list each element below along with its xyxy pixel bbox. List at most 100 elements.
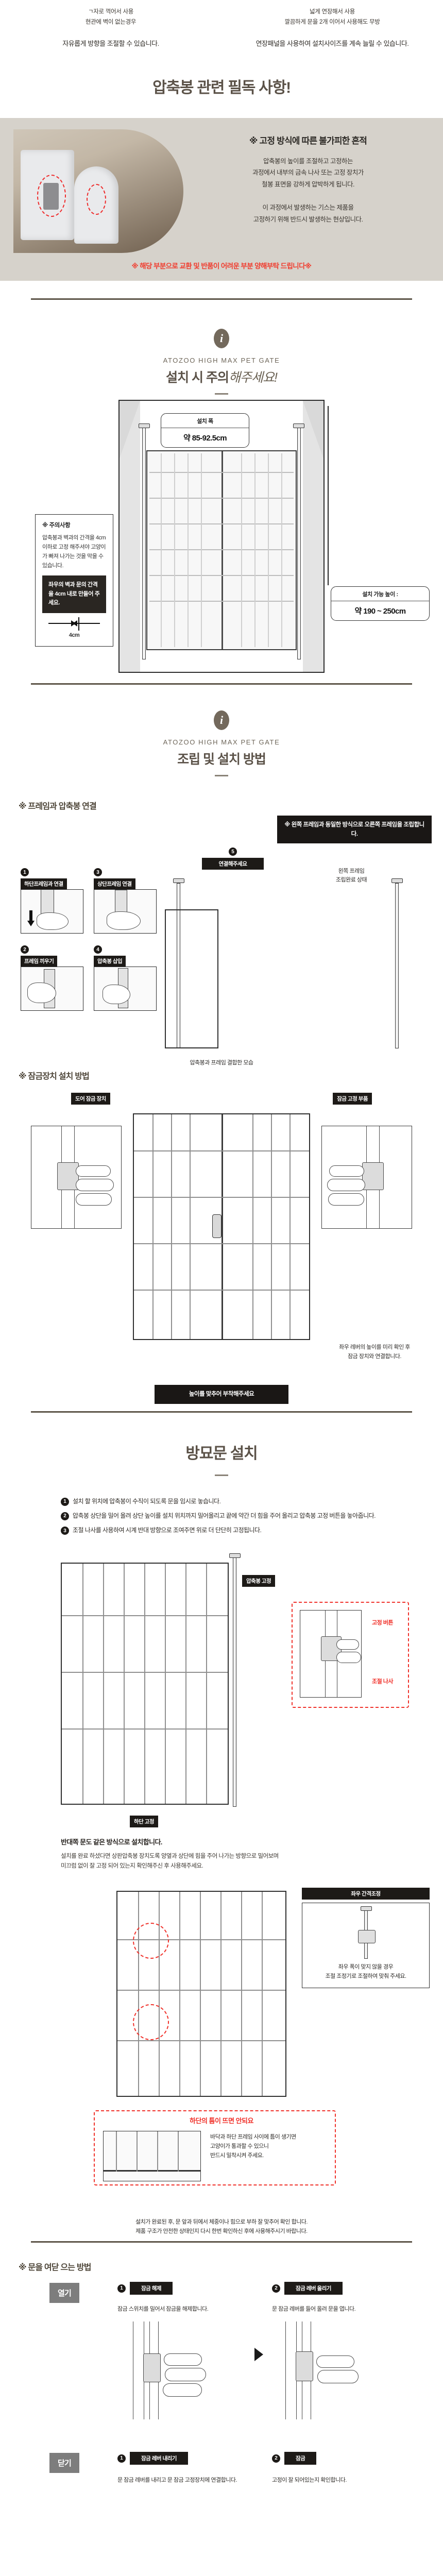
panel-note-2: 조절 조정기로 조절하여 맞춰 주세요. [325,1973,406,1980]
left-frame-caption-2: 조립완료 상태 [335,877,367,884]
divider-2 [31,683,412,685]
close-step-1-desc: 문 잠금 레버를 내리고 문 잠금 고정장치에 연결합니다. [117,2477,237,2484]
install-width-callout: 설치 폭 약 85-92.5cm [161,413,249,448]
door-step-2-text: 압축봉 상단을 밀어 올려 상단 높이를 설치 위치까지 밀어올리고 끝에 약간… [73,1512,376,1519]
compression-title: 압축봉 관련 필독 사항! [152,79,291,96]
width-value: 약 85-92.5cm [183,433,227,443]
height-label: 설치 가능 높이 : [331,587,429,601]
red-title: 하단의 틈이 뜨면 안되요 [190,2117,253,2125]
panel-title: 좌우 간격조정 [302,1888,430,1900]
caution-note-body: 압축봉과 벽과의 간격을 4cm 이하로 고정 해주셔야 고양이가 빠져 나가는… [42,534,106,569]
install-caution-note: ※ 주의사항 압축봉과 벽과의 간격을 4cm 이하로 고정 해주셔야 고양이가… [35,514,113,647]
lock-bottom-note-1: 좌우 레버의 높이를 미리 확인 후 [339,1344,410,1351]
open-step-1-desc: 잠금 스위치를 밀어서 잠금을 해제합니다. [117,2306,209,2313]
install-diagram: 설치 폭 약 85-92.5cm 설치 가능 높이 : 약 190 ~ 250c… [0,395,443,683]
compression-banner: ※ 고정 방식에 따른 불가피한 흔적 압축봉의 높이를 조절하고 고정하는 과… [0,117,443,281]
arrow-right-icon [254,2348,263,2362]
door-step-1: 1 설치 할 위치에 압축봉이 수직이 되도록 문을 임시로 놓습니다. [61,1497,443,1506]
compression-rod-photo [13,129,183,253]
install-title-bold: 설치 시 주의 [166,370,229,385]
label-adjust-screw: 조절 나사 [372,1678,394,1685]
usage-right: 넓게 연장해서 사용 깔끔하게 문을 2개 이어서 사용해도 무방 [222,7,443,28]
detail-callout-box [292,1601,409,1708]
door-step-3-text: 조절 나사를 사용하여 시계 반대 방향으로 조여주면 위로 더 단단히 고정됩… [73,1527,262,1534]
compression-banner-p3: 철봉 표면을 강하게 압박하게 됩니다. [262,181,354,189]
divider-3 [31,1411,412,1413]
step-1-number: 1 [21,868,29,877]
lock-gate-illustration [133,1113,310,1340]
step-1-label: 하단프레임과 연결 [21,878,67,890]
install-height-callout: 설치 가능 높이 : 약 190 ~ 250cm [331,586,430,621]
reverse-bottom-note-2: 제품 구조가 안전한 상태인지 다시 한번 확인하신 후에 사용해주시기 바랍니… [135,2228,308,2234]
step-2-label: 프레임 끼우기 [21,956,58,967]
frame-connect-diagram: ※ 왼쪽 프레임과 동일한 방식으로 오른쪽 프레임을 조립합니다. 왼쪽 프레… [0,811,443,1069]
step-3-label: 상단프레임 연결 [94,878,135,890]
lock-install-diagram: 도어 잠금 장치 잠금 고정 부품 [0,1081,443,1411]
step-2-number: 2 [21,945,29,954]
frame-connect-black-note: ※ 왼쪽 프레임과 동일한 방식으로 오른쪽 프레임을 조립합니다. [277,815,432,844]
info-icon: i [214,328,229,348]
door-usage-heading: ※ 문을 여닫 으는 방법 [19,2263,92,2273]
close-step-1-label: 잠금 레버 내리기 [130,2452,188,2465]
door-open-section: 열기 1 잠금 해제 잠금 스위치를 밀어서 잠금을 해제합니다. 2 잠금 레… [0,2282,443,2452]
assembly-title: 조립 및 설치 방법 [177,752,266,767]
title-underline-3 [215,1474,228,1476]
step-2-image [21,967,83,1011]
open-step-2-desc: 문 잠금 레버를 들어 올려 문을 엽니다. [272,2306,356,2313]
compression-banner-p2: 과정에서 내부의 금속 나사 또는 고정 장치가 [252,169,364,177]
lock-install-caption: 높이를 맞추어 부착해주세요 [155,1385,288,1404]
compression-rod-left [142,427,146,659]
lock-hand-right [321,1125,412,1229]
step-4-label: 압축봉 삽입 [94,956,126,967]
door-install-illustration: 압축봉 고정 고정 버튼 조절 나사 하단 고정 [0,1548,443,1837]
assembly-eyebrow: ATOZOO HIGH MAX PET GATE [163,738,280,746]
doorway-illustration [118,399,325,673]
usage-left-desc: 자유롭게 방향을 조절할 수 있습니다. [62,39,159,47]
top-usage-descriptions: 자유롭게 방향을 조절할 수 있습니다. 연장패널을 사용하여 설치사이즈를 계… [0,28,443,48]
compression-banner-p5: 고정하기 위해 반드시 발생하는 현상입니다. [253,215,363,223]
width-label: 설치 폭 [161,414,249,428]
door-install-title: 방묘문 설치 [185,1445,258,1462]
close-step-2-desc: 고정이 잘 되어있는지 확인합니다. [272,2477,347,2484]
close-tag: 닫기 [49,2453,80,2473]
open-step-2-number: 2 [272,2284,280,2293]
compression-rod-right [297,427,301,659]
reverse-install-illustration: 좌우 간격조정 좌우 폭이 맞지 않을 경우 조절 조정기로 조절하여 맞춰 주… [0,1886,443,2241]
usage-left-line1: ㄱ자로 꺽어서 사용 [88,9,134,15]
left-frame-caption-1: 왼쪽 프레임 [338,868,365,874]
red-note-2: 고양이가 통과할 수 있으니 [210,2143,269,2150]
door-step-2-number: 2 [61,1512,69,1520]
caution-note-title: ※ 주의사항 [42,522,71,529]
install-title-light: 해주세요! [228,370,278,385]
height-value: 약 190 ~ 250cm [354,606,406,616]
assembly-step-3: 3 상단프레임 연결 [94,867,157,934]
step-5-number: 5 [229,848,237,856]
usage-right-line2: 깔끔하게 문을 2개 이어서 사용해도 무방 [284,19,380,25]
door-step-3: 3 조절 나사를 사용하여 시계 반대 방향으로 조여주면 위로 더 단단히 고… [61,1526,443,1535]
assembly-step-1: 1 하단프레임과 연결 [21,867,83,934]
title-underline-2 [215,774,228,776]
usage-left-line2: 현관에 벽이 없는경우 [85,19,137,25]
title-underline-1 [215,393,228,395]
red-note-3: 반드시 밀착시켜 주세요. [210,2152,264,2159]
assembly-step-2: 2 프레임 끼우기 [21,944,83,1011]
open-step-1-number: 1 [117,2284,126,2293]
frame-connect-bottom-caption: 압축봉과 프레임 결합한 모습 [190,1059,253,1066]
step-3-image [94,889,157,934]
door-close-section: 닫기 1 잠금 레버 내리기 문 잠금 레버를 내리고 문 잠금 고정장치에 연… [0,2452,443,2529]
assembled-frame-left [164,878,218,1048]
highlight-circle-right [87,183,106,215]
assembly-step-4: 4 압축봉 삽입 [94,944,157,1011]
label-top-push: 압축봉 고정 [242,1574,276,1587]
step-1-image [21,889,83,934]
assembled-frame-right [382,878,413,1048]
close-step-2-label: 잠금 [284,2452,317,2465]
close-step-2-number: 2 [272,2454,280,2463]
label-bottom-fix: 하단 고정 [130,1815,159,1827]
door-step-2: 2 압축봉 상단을 밀어 올려 상단 높이를 설치 위치까지 밀어올리고 끝에 … [61,1511,443,1521]
step-4-image [94,967,157,1011]
red-note-1: 바닥과 하단 프레임 사이에 틈이 생기면 [210,2134,296,2141]
info-icon-2: i [214,710,229,730]
compression-banner-p4: 이 과정에서 발생하는 기스는 제품을 [262,204,354,211]
